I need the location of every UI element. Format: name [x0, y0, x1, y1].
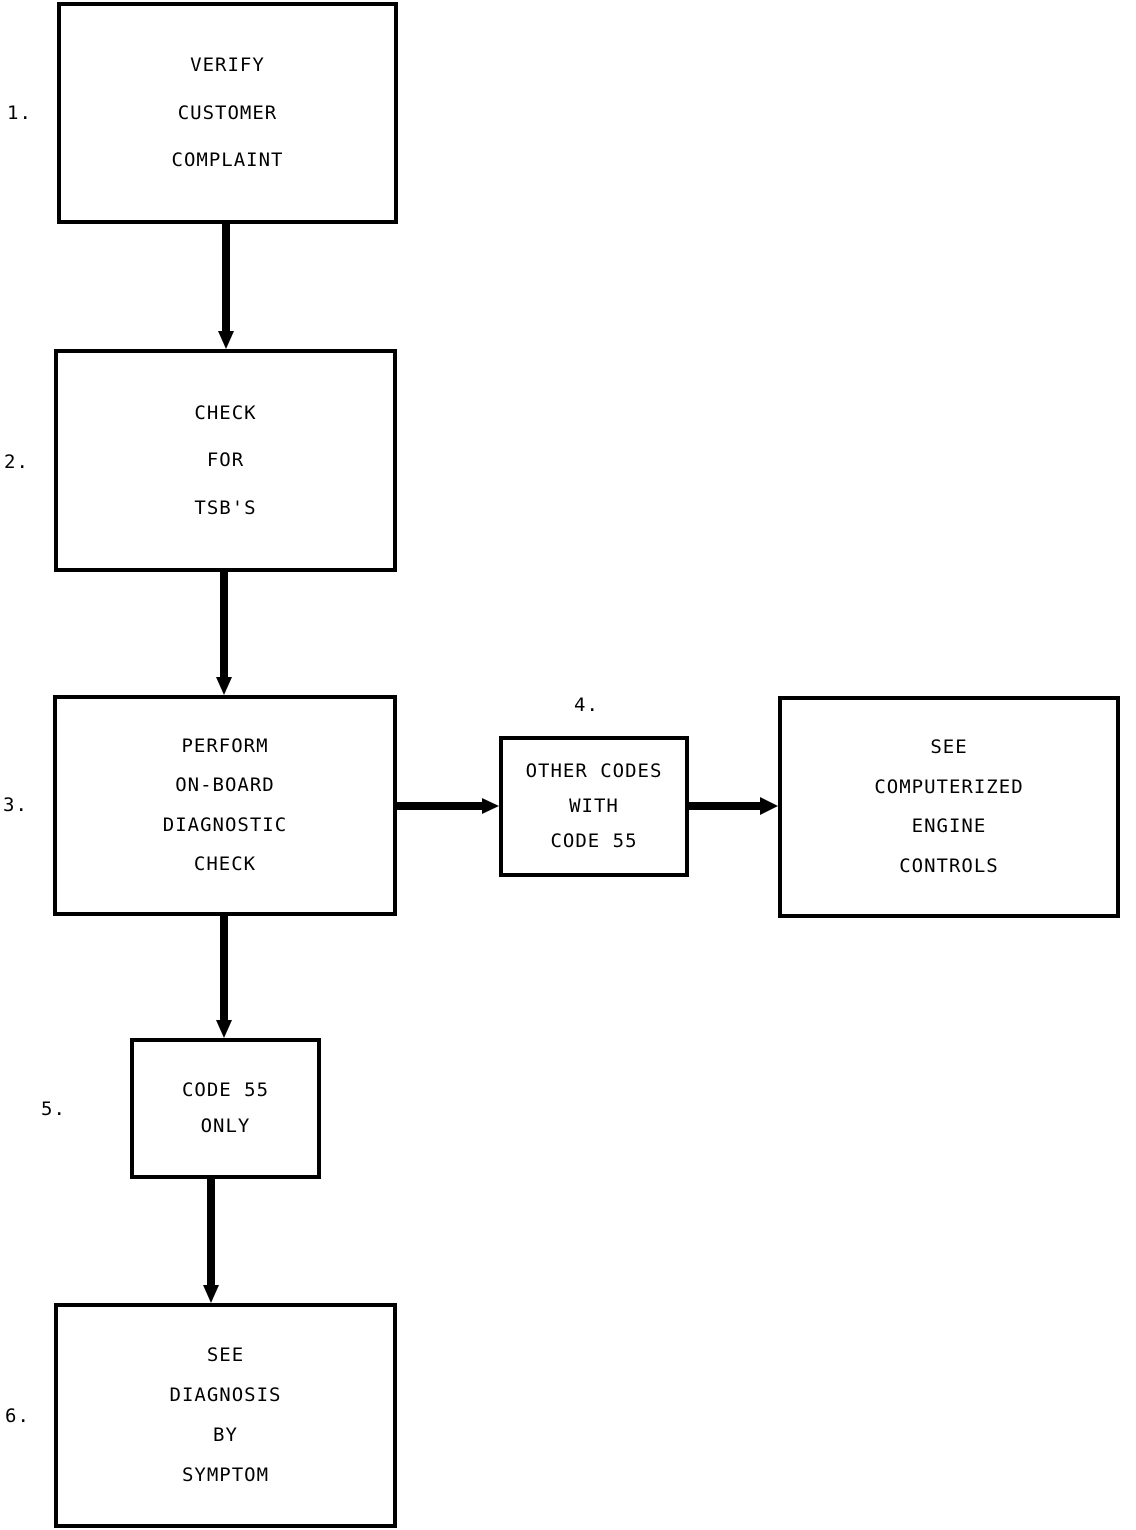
step-3-line: PERFORM [181, 735, 269, 758]
step-4-number: 4. [574, 694, 599, 716]
arrowhead-3-to-4 [482, 798, 499, 814]
step-4-line: CODE 55 [550, 830, 638, 852]
step-6-line: BY [213, 1424, 238, 1446]
step-6-line: DIAGNOSIS [169, 1384, 282, 1406]
outcome-line: SEE [930, 736, 968, 759]
step-4-line: WITH [569, 795, 619, 817]
outcome-box: SEE COMPUTERIZED ENGINE CONTROLS [778, 696, 1120, 918]
step-3-number: 3. [3, 794, 28, 816]
arrowhead-5-to-6 [203, 1285, 219, 1303]
step-5-line: ONLY [200, 1115, 251, 1137]
step-2-box: CHECK FOR TSB'S [54, 349, 397, 572]
step-3-line: CHECK [193, 852, 257, 875]
step-5-number: 5. [41, 1098, 66, 1120]
arrowhead-1-to-2 [218, 331, 234, 349]
step-5-box: CODE 55 ONLY [130, 1038, 321, 1179]
step-3-line: DIAGNOSTIC [162, 813, 288, 836]
outcome-line: COMPUTERIZED [874, 775, 1024, 798]
step-2-number: 2. [4, 451, 29, 473]
step-3-box: PERFORM ON-BOARD DIAGNOSTIC CHECK [53, 695, 397, 916]
step-6-box: SEE DIAGNOSIS BY SYMPTOM [54, 1303, 397, 1528]
step-5-line: CODE 55 [181, 1079, 270, 1101]
step-2-line: CHECK [194, 401, 257, 424]
step-1-line: CUSTOMER [177, 101, 278, 124]
step-2-line: FOR [206, 449, 245, 471]
step-4-box: OTHER CODES WITH CODE 55 [499, 736, 689, 877]
step-1-number: 1. [7, 102, 32, 124]
step-6-line: SEE [206, 1344, 245, 1366]
step-6-line: SYMPTOM [181, 1464, 270, 1486]
step-3-line: ON-BOARD [175, 774, 275, 797]
arrowhead-4-to-outcome [760, 797, 778, 815]
outcome-line: CONTROLS [899, 854, 999, 877]
arrowhead-2-to-3 [216, 677, 232, 695]
step-6-number: 6. [5, 1405, 30, 1427]
step-1-line: COMPLAINT [171, 148, 284, 171]
step-1-line: VERIFY [190, 54, 265, 77]
arrowhead-3-to-5 [216, 1020, 232, 1038]
step-4-line: OTHER CODES [525, 760, 663, 782]
step-1-box: VERIFY CUSTOMER COMPLAINT [57, 2, 398, 224]
outcome-line: ENGINE [911, 815, 987, 838]
step-2-line: TSB'S [194, 496, 257, 519]
